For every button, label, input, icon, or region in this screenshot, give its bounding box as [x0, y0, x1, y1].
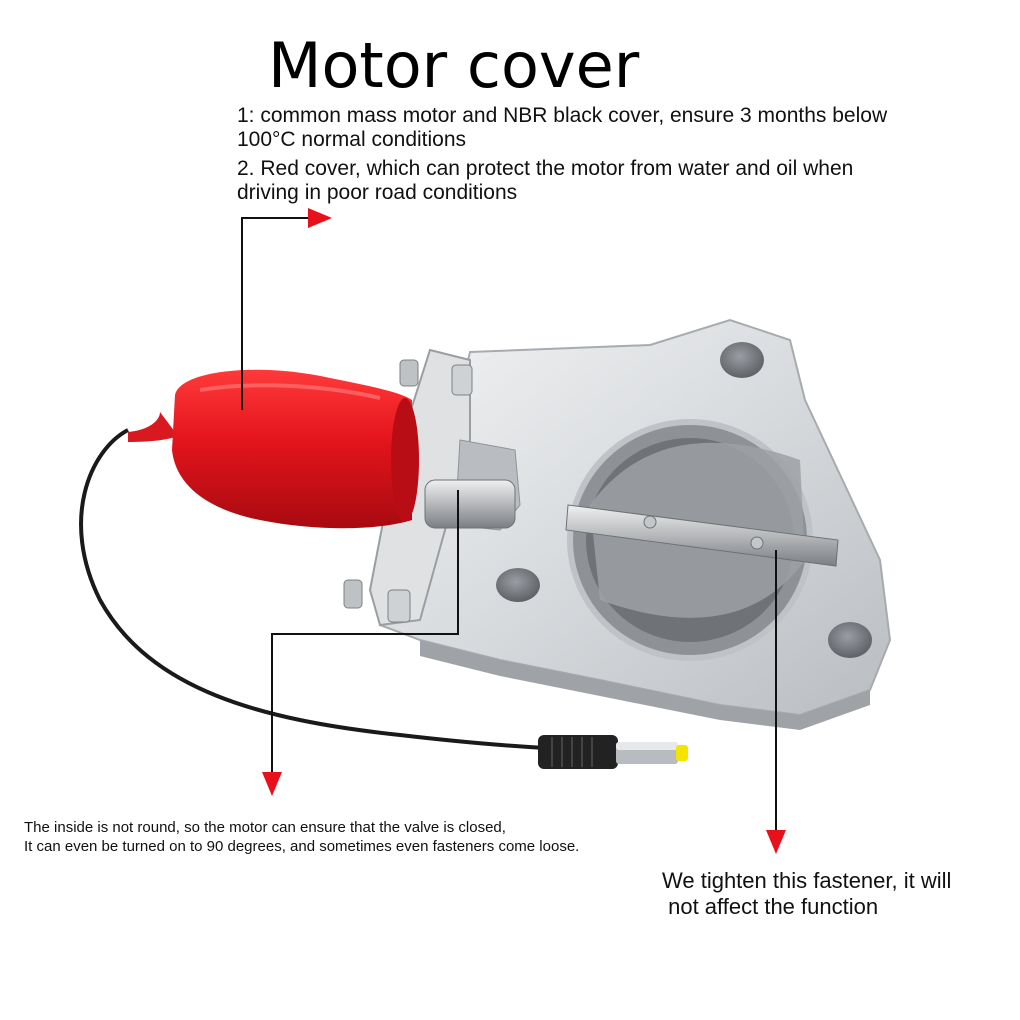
valve-shaft — [565, 504, 839, 567]
dc-connector — [538, 735, 688, 769]
coupler — [424, 479, 516, 529]
caption-left-line-2: It can even be turned on to 90 degrees, … — [24, 838, 580, 855]
caption-right-line-1: We tighten this fastener, it will — [662, 868, 952, 893]
note-2: 2. Red cover, which can protect the moto… — [237, 157, 853, 205]
page-title: Motor cover — [268, 29, 640, 102]
arrow-to-notes — [241, 208, 332, 410]
caption-right: We tighten this fastener, it will not af… — [662, 868, 951, 920]
note-1: 1: common mass motor and NBR black cover… — [237, 104, 887, 152]
note-1-line-1: 1: common mass motor and NBR black cover… — [237, 104, 888, 127]
cable — [79, 428, 546, 750]
bolt-hole — [720, 342, 764, 378]
bolt-hole — [828, 622, 872, 658]
note-1-line-2: 100°C normal conditions — [237, 128, 467, 151]
arrow-to-left-caption — [262, 490, 459, 796]
bolt-hole — [496, 568, 540, 602]
caption-right-line-2: not affect the function — [662, 894, 879, 919]
note-2-line-1: 2. Red cover, which can protect the moto… — [237, 157, 854, 180]
note-2-line-2: driving in poor road conditions — [237, 181, 518, 204]
red-motor-cover — [128, 369, 419, 529]
caption-left-line-1: The inside is not round, so the motor ca… — [24, 819, 506, 836]
caption-left: The inside is not round, so the motor ca… — [24, 818, 579, 856]
arrow-to-right-caption — [766, 550, 786, 854]
